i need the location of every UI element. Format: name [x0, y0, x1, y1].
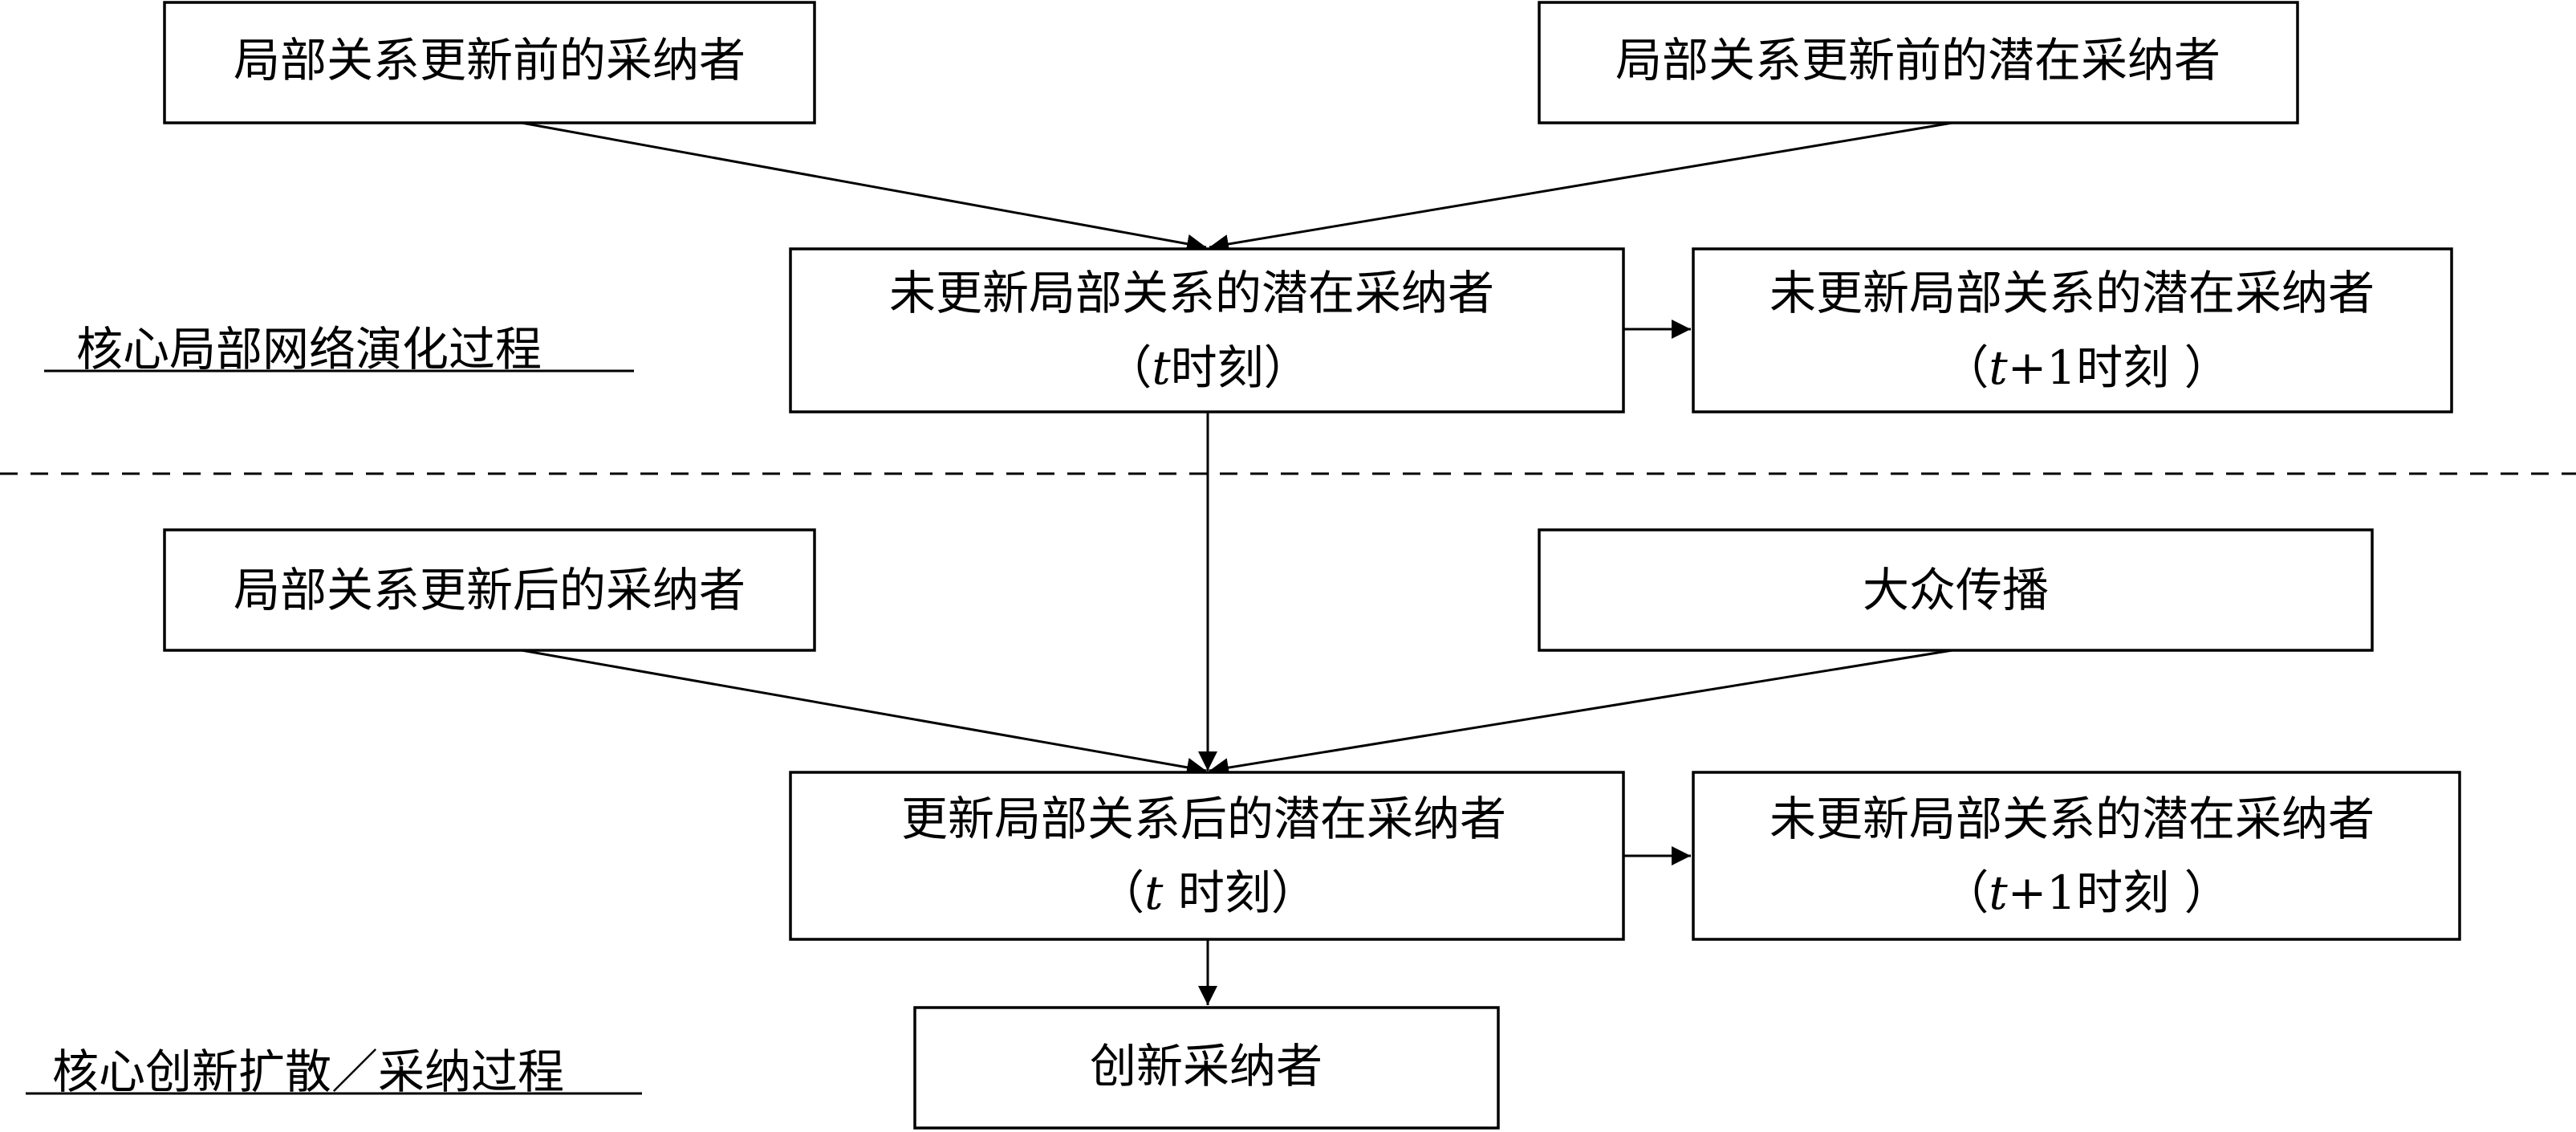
section-label-network-evolution: 核心局部网络演化过程	[44, 322, 634, 377]
node-potential-adopter-not-updated-t-plus-1-bottom: 未更新局部关系的潜在采纳者 （t+1时刻 ）	[1692, 771, 2461, 941]
node-label: 创新采纳者	[1090, 1039, 1323, 1093]
node-label: 局部关系更新后的采纳者	[234, 563, 746, 617]
edge-potential-before-to-potential-t	[1209, 121, 1953, 254]
edge-adopter-before-to-potential-t	[521, 121, 1207, 254]
node-label: 更新局部关系后的潜在采纳者	[901, 792, 1506, 846]
node-mass-media: 大众传播	[1538, 528, 2374, 652]
node-label: 未更新局部关系的潜在采纳者	[1769, 266, 2375, 320]
edge-mass-media-to-updated-potential-t	[1209, 649, 1953, 778]
node-label: 大众传播	[1863, 563, 2049, 617]
node-innovation-adopter: 创新采纳者	[913, 1006, 1500, 1130]
node-potential-adopter-not-updated-t: 未更新局部关系的潜在采纳者 （t时刻）	[789, 247, 1625, 413]
node-potential-adopter-not-updated-t-plus-1-top: 未更新局部关系的潜在采纳者 （t+1时刻 ）	[1692, 247, 2453, 413]
node-label: 未更新局部关系的潜在采纳者	[1769, 792, 2375, 846]
node-updated-potential-adopter-t: 更新局部关系后的潜在采纳者 （t 时刻）	[789, 771, 1625, 941]
node-time-label: （t 时刻）	[1098, 865, 1318, 920]
node-adopter-after-update: 局部关系更新后的采纳者	[163, 528, 816, 652]
node-adopter-before-update: 局部关系更新前的采纳者	[163, 1, 816, 124]
node-potential-adopter-before-update: 局部关系更新前的潜在采纳者	[1538, 1, 2299, 124]
node-label: 局部关系更新前的潜在采纳者	[1615, 33, 2220, 88]
section-label-diffusion-adoption: 核心创新扩散／采纳过程	[26, 1044, 642, 1099]
section-title-diffusion-adoption: 核心创新扩散／采纳过程	[52, 1044, 564, 1099]
node-time-label: （t+1时刻 ）	[1942, 340, 2230, 395]
node-label: 局部关系更新前的采纳者	[234, 33, 746, 88]
node-time-label: （t时刻）	[1105, 340, 1310, 395]
section-title-network-evolution: 核心局部网络演化过程	[76, 322, 542, 377]
node-time-label: （t+1时刻 ）	[1942, 865, 2230, 920]
node-label: 未更新局部关系的潜在采纳者	[889, 266, 1494, 320]
edge-adopter-after-to-updated-potential-t	[521, 649, 1207, 777]
